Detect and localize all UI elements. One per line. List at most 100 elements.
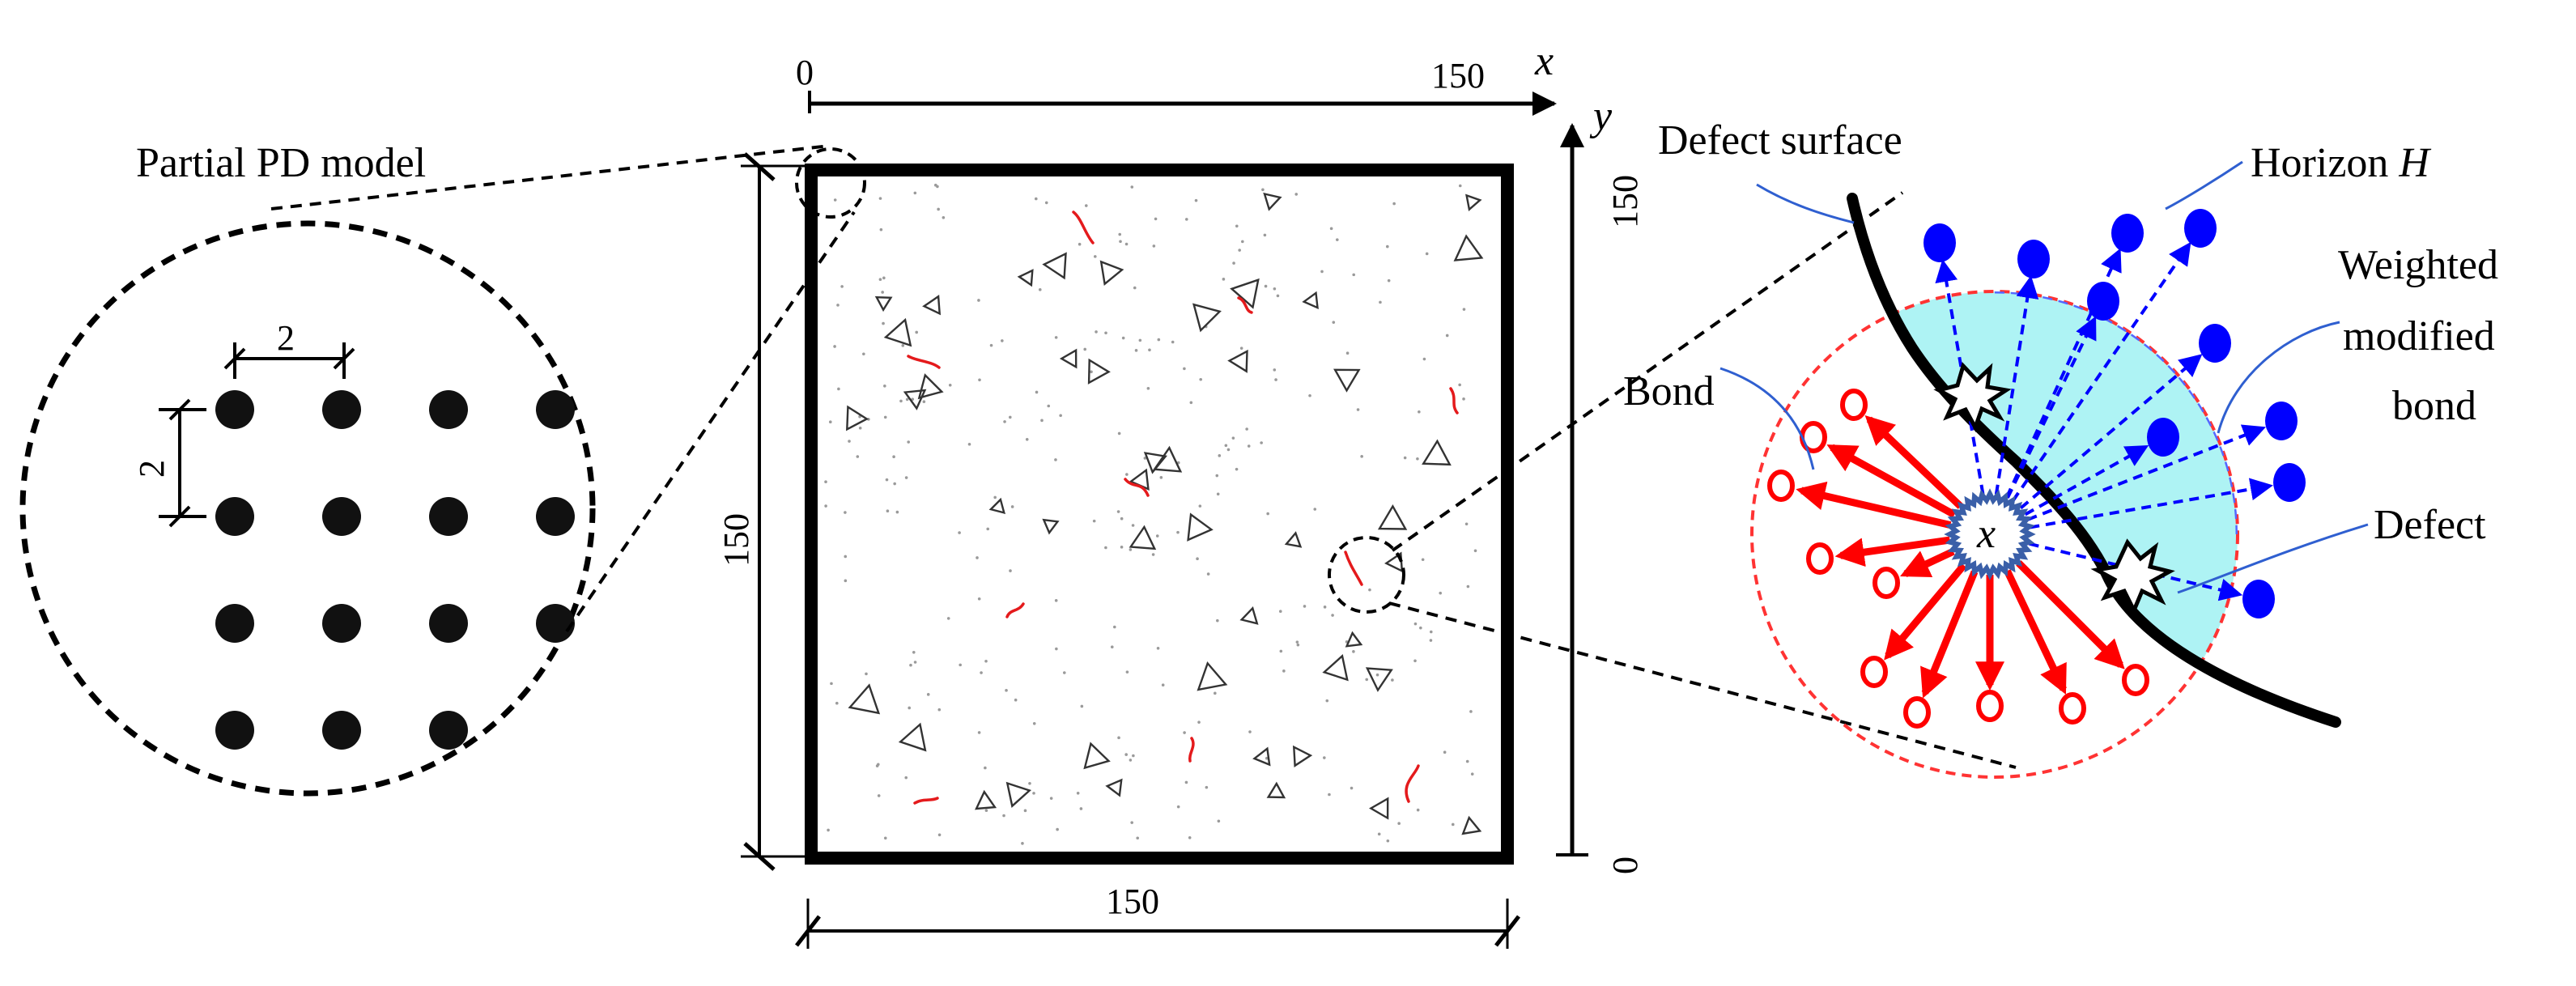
- texture-dot: [1215, 474, 1219, 478]
- texture-dot: [1279, 649, 1283, 653]
- texture-dot: [1218, 454, 1222, 457]
- aggregate-particle: [1377, 504, 1408, 530]
- texture-dot: [878, 197, 882, 200]
- texture-dot: [908, 706, 912, 710]
- height-dimension-label: 150: [716, 513, 756, 567]
- texture-dot: [899, 399, 903, 403]
- texture-dot: [1413, 622, 1418, 626]
- texture-dot: [1469, 710, 1473, 713]
- texture-dot: [1308, 393, 1311, 397]
- texture-dot: [1241, 240, 1244, 244]
- texture-dot: [1184, 218, 1188, 221]
- texture-dot: [1129, 548, 1133, 551]
- texture-dot: [1008, 415, 1012, 419]
- texture-dot: [1184, 780, 1188, 784]
- texture-dot: [1049, 797, 1053, 800]
- texture-dot: [1003, 420, 1006, 423]
- texture-dot: [875, 764, 879, 767]
- texture-dot: [1047, 404, 1051, 408]
- texture-dot: [1235, 467, 1239, 471]
- pd-node: [322, 604, 361, 643]
- pd-node: [429, 390, 468, 429]
- pd-node: [429, 711, 468, 750]
- texture-dot: [1273, 287, 1277, 291]
- micro-crack: [1405, 764, 1420, 803]
- texture-dot: [844, 511, 847, 514]
- texture-dot: [877, 794, 881, 797]
- texture-dot: [830, 682, 833, 686]
- texture-dot: [1278, 610, 1282, 614]
- aggregate-particle: [1143, 452, 1167, 474]
- texture-dot: [984, 659, 988, 663]
- texture-dot: [1247, 444, 1251, 448]
- weighted-bond-node: [2087, 282, 2119, 321]
- texture-dot: [1104, 331, 1107, 335]
- bond-arrow: [1900, 548, 1955, 578]
- zoom-circle-defect: [1328, 536, 1405, 614]
- texture-dot: [1093, 255, 1097, 258]
- aggregate-particle: [1129, 525, 1157, 550]
- pd-node: [215, 497, 254, 536]
- aggregate-particle: [1083, 742, 1111, 770]
- texture-dot: [1133, 286, 1137, 290]
- texture-dot: [1197, 720, 1201, 724]
- aggregate-particle: [1465, 193, 1482, 211]
- texture-dot: [922, 400, 926, 404]
- texture-dot: [1080, 704, 1084, 708]
- defect-surface-leader: [1756, 183, 1855, 224]
- texture-dot: [1025, 438, 1029, 441]
- aggregate-particle: [874, 295, 893, 312]
- aggregate-particle: [1266, 781, 1286, 799]
- texture-dot: [1464, 522, 1469, 526]
- texture-dot: [1248, 730, 1252, 733]
- texture-dot: [1226, 448, 1231, 452]
- weighted-bond-arrow: [2029, 542, 2243, 601]
- texture-dot: [1151, 553, 1155, 556]
- aggregate-particle: [1384, 551, 1404, 573]
- aggregate-particle: [1087, 358, 1111, 385]
- texture-dot: [1216, 492, 1220, 496]
- texture-dot: [1199, 377, 1202, 381]
- micro-crack: [1072, 210, 1095, 244]
- aggregate-particle: [1105, 778, 1123, 797]
- texture-dot: [904, 476, 908, 479]
- texture-dot: [948, 383, 952, 387]
- texture-dot: [1416, 457, 1419, 461]
- texture-dot: [1062, 671, 1066, 674]
- texture-dot: [1391, 678, 1394, 682]
- pd-node: [429, 497, 468, 536]
- texture-dot: [1059, 414, 1062, 418]
- texture-dot: [909, 663, 912, 667]
- texture-dot: [967, 442, 971, 446]
- texture-dot: [856, 455, 860, 458]
- zoom-circle: [19, 220, 596, 797]
- defect-marker: [2090, 538, 2175, 616]
- texture-dot: [1130, 185, 1134, 189]
- aggregate-particle: [1005, 781, 1032, 808]
- texture-dot: [882, 321, 885, 325]
- texture-dot: [1157, 338, 1161, 342]
- pd-node: [322, 497, 361, 536]
- texture-dot: [1148, 348, 1151, 352]
- zoom-connector-top-left: [270, 144, 831, 210]
- aggregate-particle: [1059, 348, 1078, 369]
- texture-dot: [1323, 756, 1326, 759]
- texture-dot: [1120, 546, 1124, 549]
- defect-surface: [1847, 193, 2341, 728]
- texture-dot: [937, 708, 942, 712]
- bond-arrow: [2016, 560, 2125, 669]
- texture-dot: [883, 384, 886, 388]
- texture-dot: [1276, 294, 1280, 298]
- texture-dot: [1325, 699, 1329, 703]
- texture-dot: [837, 387, 840, 391]
- texture-dot: [1273, 368, 1277, 372]
- texture-dot: [901, 344, 905, 347]
- horizontal-spacing-dimension: 2: [223, 318, 355, 379]
- texture-dot: [1470, 772, 1474, 776]
- spacing-label-horizontal: 2: [277, 318, 295, 358]
- texture-dot: [1403, 456, 1407, 460]
- bond-node: [2122, 664, 2149, 696]
- texture-dot: [1055, 647, 1058, 651]
- aggregate-particle: [1461, 815, 1482, 835]
